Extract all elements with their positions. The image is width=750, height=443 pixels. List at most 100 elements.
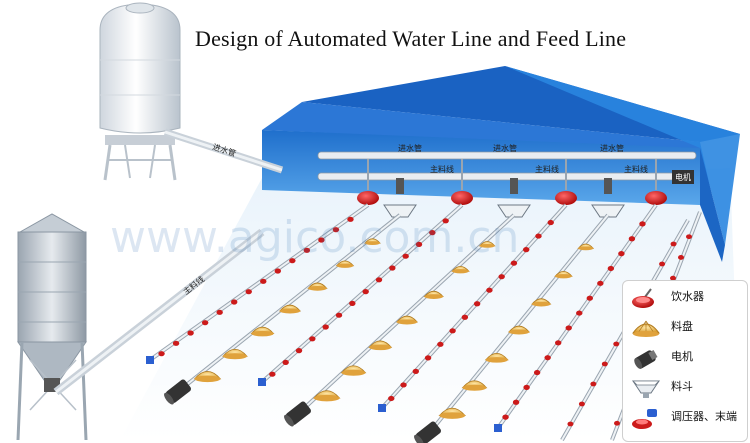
drinker <box>601 361 608 367</box>
hopper-icon <box>632 380 660 398</box>
drinker <box>618 251 625 257</box>
drinker <box>349 300 356 306</box>
drinker <box>567 421 574 427</box>
feed-pan-rim <box>223 353 247 360</box>
drinker <box>555 340 562 346</box>
drinker <box>172 340 180 346</box>
legend-item-hopper: 料斗 <box>623 375 747 403</box>
legend-item-regulator: 调压器、末端 <box>623 405 747 433</box>
drinker <box>231 299 238 305</box>
drinker <box>597 280 604 286</box>
regulator-end-icon <box>632 409 657 429</box>
drinker <box>578 401 585 407</box>
drinker <box>544 355 551 361</box>
drinker <box>473 301 481 307</box>
water-pipe-back <box>317 151 697 160</box>
line-end-fitting <box>378 404 386 412</box>
drinker <box>424 355 432 361</box>
feed-pan-rim <box>479 244 495 248</box>
regulator <box>451 191 473 205</box>
regulator <box>555 191 577 205</box>
feed-pan-icon <box>632 320 660 337</box>
drinker <box>375 277 383 283</box>
line-pipe <box>179 214 401 391</box>
drinker <box>614 420 620 426</box>
drinker <box>335 312 343 318</box>
motor-box <box>672 170 694 184</box>
legend-item-feed-pan: 料盘 <box>623 315 747 343</box>
drinker <box>332 227 340 233</box>
feed-pan-rim <box>508 329 530 335</box>
feed-pan-rim <box>336 263 354 268</box>
regulator <box>357 191 379 205</box>
drinker <box>322 324 329 330</box>
drinker <box>678 255 684 260</box>
line-pipe <box>381 204 567 409</box>
drinker <box>388 395 395 402</box>
feed-pan-rim <box>462 384 487 391</box>
feed-pan-rim <box>365 241 380 245</box>
line-pipe <box>261 204 463 383</box>
drinker <box>245 289 252 295</box>
line-end-fitting <box>258 378 266 386</box>
drinker <box>303 247 311 253</box>
feed-silo <box>16 213 88 441</box>
feed-pan-rim <box>251 330 274 337</box>
hopper <box>497 204 531 218</box>
drinker <box>402 253 409 259</box>
watermark: www.agico.com.cn <box>110 212 519 263</box>
drinker <box>274 268 281 274</box>
drinker <box>400 382 407 388</box>
feed-pan-rim <box>341 369 366 376</box>
hopper-drop <box>604 178 612 194</box>
line-end-motor <box>164 379 191 405</box>
legend-item-drinker: 饮水器 <box>623 285 747 313</box>
drinker <box>158 351 165 357</box>
legend-label-feed-pan: 料盘 <box>671 320 693 333</box>
main-feed-line-label-2: 主料线 <box>535 164 559 174</box>
drinker <box>670 241 677 247</box>
line-end-fitting <box>146 356 154 364</box>
drinker <box>510 260 518 266</box>
regulators <box>357 159 667 218</box>
drinker <box>449 328 456 334</box>
drinker <box>461 314 469 320</box>
drinker <box>389 265 396 271</box>
motor-icon <box>634 350 658 369</box>
drinker-icon <box>632 288 654 308</box>
drinker <box>282 359 289 365</box>
legend: 饮水器 料盘 电机 料斗 <box>622 280 748 442</box>
drinker <box>415 241 423 247</box>
hopper-drop <box>510 178 518 194</box>
drinker <box>442 218 449 224</box>
drinker <box>512 399 520 405</box>
legend-label-motor: 电机 <box>671 350 693 363</box>
drinker <box>362 289 369 295</box>
feed-pan-rim <box>369 344 392 351</box>
drinker <box>412 368 419 374</box>
water-tank <box>99 2 181 181</box>
feed-pan-rim <box>485 357 508 363</box>
supply-pipe-label: 进水管 <box>211 141 237 158</box>
drinker <box>187 330 194 336</box>
hopper-drop <box>396 178 404 194</box>
main-feed-line-label-1: 主料线 <box>430 164 454 174</box>
feed-pan-rim <box>194 375 221 383</box>
line-pipe <box>149 204 369 361</box>
feed-pan-rim <box>308 286 327 291</box>
feed-pan-rim <box>279 308 301 314</box>
feed-pan-rim <box>439 412 466 419</box>
water-pipe-label-3: 进水管 <box>600 143 624 153</box>
main-feed-line-back <box>317 172 677 181</box>
drinker <box>523 247 530 253</box>
house-roof-back <box>302 66 740 142</box>
drinker <box>289 258 296 264</box>
drinker <box>586 295 593 301</box>
drinker <box>639 221 646 227</box>
drinker <box>628 236 636 242</box>
drinker <box>347 216 354 222</box>
drinker <box>523 384 530 390</box>
feed-pan-rim <box>531 301 551 307</box>
line-pipe <box>299 214 515 413</box>
